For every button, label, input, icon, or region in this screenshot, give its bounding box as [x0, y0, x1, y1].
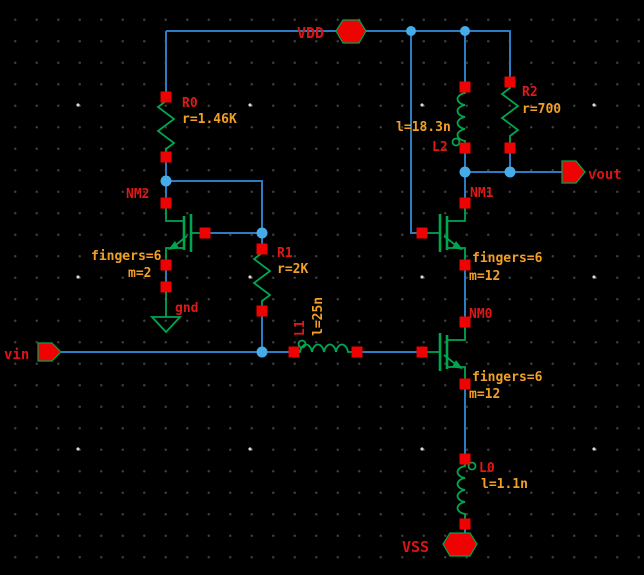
- pin-square[interactable]: [160, 197, 172, 209]
- solder-dot: [504, 166, 516, 178]
- instance-name-label: NM1: [470, 186, 494, 201]
- resistor-symbol[interactable]: [500, 82, 520, 148]
- instance-name-label: L1: [293, 320, 308, 336]
- gnd-symbol[interactable]: gnd: [149, 281, 198, 334]
- resistor-R0[interactable]: R0 r=1.46K: [156, 91, 237, 163]
- pin-square[interactable]: [256, 243, 268, 255]
- solder-dot: [459, 166, 471, 178]
- gnd-triangle-icon: [149, 316, 183, 334]
- inductor-terminal-circle: [451, 137, 461, 147]
- pin-square[interactable]: [160, 259, 172, 271]
- pin-square[interactable]: [459, 197, 471, 209]
- solder-dots: [160, 26, 516, 358]
- instance-name-label: NM2: [126, 187, 149, 202]
- wire-vdd-rail[interactable]: [166, 30, 511, 82]
- vdd-port-hexagon-icon[interactable]: [335, 19, 367, 44]
- pin-square[interactable]: [459, 259, 471, 271]
- pin-square[interactable]: [504, 76, 516, 88]
- port-vdd[interactable]: VDD: [297, 19, 367, 44]
- solder-dot: [256, 227, 268, 239]
- mosfet-arrow-head: [452, 241, 463, 250]
- pin-vin[interactable]: vin: [4, 342, 62, 363]
- solder-dot: [460, 26, 470, 36]
- pin-square[interactable]: [459, 378, 471, 390]
- inductor-L2[interactable]: l=18.3n L2: [396, 81, 471, 156]
- pin-square[interactable]: [351, 346, 363, 358]
- mult-label: m=2: [128, 266, 151, 281]
- resistor-R1[interactable]: R1 r=2K: [252, 243, 308, 317]
- instance-name-label: R0: [182, 96, 198, 111]
- wire-mirror-branch[interactable]: [166, 180, 263, 249]
- vss-port-label: VSS: [402, 538, 429, 556]
- pin-square[interactable]: [504, 142, 516, 154]
- inductor-symbol[interactable]: [456, 87, 466, 148]
- instance-name-label: L0: [479, 461, 495, 476]
- resistor-symbol[interactable]: [252, 249, 272, 311]
- resistor-R2[interactable]: R2 r=700: [500, 76, 561, 154]
- pin-square[interactable]: [199, 227, 211, 239]
- instance-name-label: R1: [277, 246, 293, 261]
- mosfet-arrow-head: [452, 360, 463, 369]
- vout-pin-label: vout: [588, 167, 622, 183]
- pin-square[interactable]: [459, 316, 471, 328]
- pin-square[interactable]: [459, 453, 471, 465]
- instance-value-label: r=700: [522, 102, 561, 117]
- pin-square[interactable]: [416, 227, 428, 239]
- pin-square[interactable]: [459, 142, 471, 154]
- inductor-symbol[interactable]: [294, 343, 357, 353]
- pin-square[interactable]: [160, 151, 172, 163]
- inductor-L1[interactable]: L1 l=25n: [288, 297, 363, 358]
- pin-vout[interactable]: vout: [561, 160, 622, 184]
- mult-label: m=12: [469, 269, 500, 284]
- mult-label: m=12: [469, 387, 500, 402]
- pin-square[interactable]: [160, 91, 172, 103]
- port-vss[interactable]: VSS: [402, 518, 478, 557]
- solder-dot: [160, 175, 172, 187]
- vss-port-hexagon-icon[interactable]: [442, 532, 478, 557]
- pin-square[interactable]: [160, 281, 172, 293]
- inductor-terminal-circle: [467, 461, 477, 471]
- instance-value-label: r=1.46K: [182, 112, 237, 127]
- mosfet-drain-lead[interactable]: [447, 208, 466, 222]
- pin-square[interactable]: [256, 305, 268, 317]
- instance-name-label: L2: [432, 140, 448, 155]
- instance-value-label: l=25n: [311, 297, 326, 336]
- fingers-label: fingers=6: [91, 249, 162, 264]
- vin-pin-label: vin: [4, 347, 29, 363]
- fingers-label: fingers=6: [472, 370, 543, 385]
- vin-input-pin-icon[interactable]: [37, 342, 62, 362]
- pin-square[interactable]: [459, 81, 471, 93]
- instance-name-label: R2: [522, 85, 538, 100]
- nmos-NM1[interactable]: NM1 fingers=6 m=12: [416, 186, 543, 284]
- fingers-label: fingers=6: [472, 251, 543, 266]
- mosfet-drain-lead[interactable]: [447, 327, 466, 341]
- instance-value-label: l=1.1n: [481, 477, 528, 492]
- mosfet-drain-lead[interactable]: [165, 208, 184, 222]
- instance-name-label: NM0: [469, 307, 493, 322]
- nmos-NM0[interactable]: NM0 fingers=6 m=12: [416, 307, 543, 402]
- inductor-terminal-circle: [297, 339, 307, 349]
- inductor-L0[interactable]: L0 l=1.1n: [456, 453, 528, 530]
- gnd-label: gnd: [175, 301, 198, 316]
- nmos-NM2[interactable]: NM2 fingers=6 m=2: [91, 187, 211, 281]
- vdd-port-label: VDD: [297, 24, 324, 42]
- nets: [61, 30, 562, 534]
- pin-square[interactable]: [459, 518, 471, 530]
- vout-output-pin-icon[interactable]: [561, 160, 586, 184]
- instance-value-label: r=2K: [277, 262, 308, 277]
- pin-square[interactable]: [416, 346, 428, 358]
- inductor-symbol[interactable]: [456, 459, 466, 524]
- pin-square[interactable]: [288, 346, 300, 358]
- resistor-symbol[interactable]: [156, 97, 176, 157]
- instance-value-label: l=18.3n: [396, 120, 451, 135]
- solder-dot: [256, 346, 268, 358]
- solder-dot: [406, 26, 416, 36]
- mosfet-arrow-head: [168, 241, 179, 250]
